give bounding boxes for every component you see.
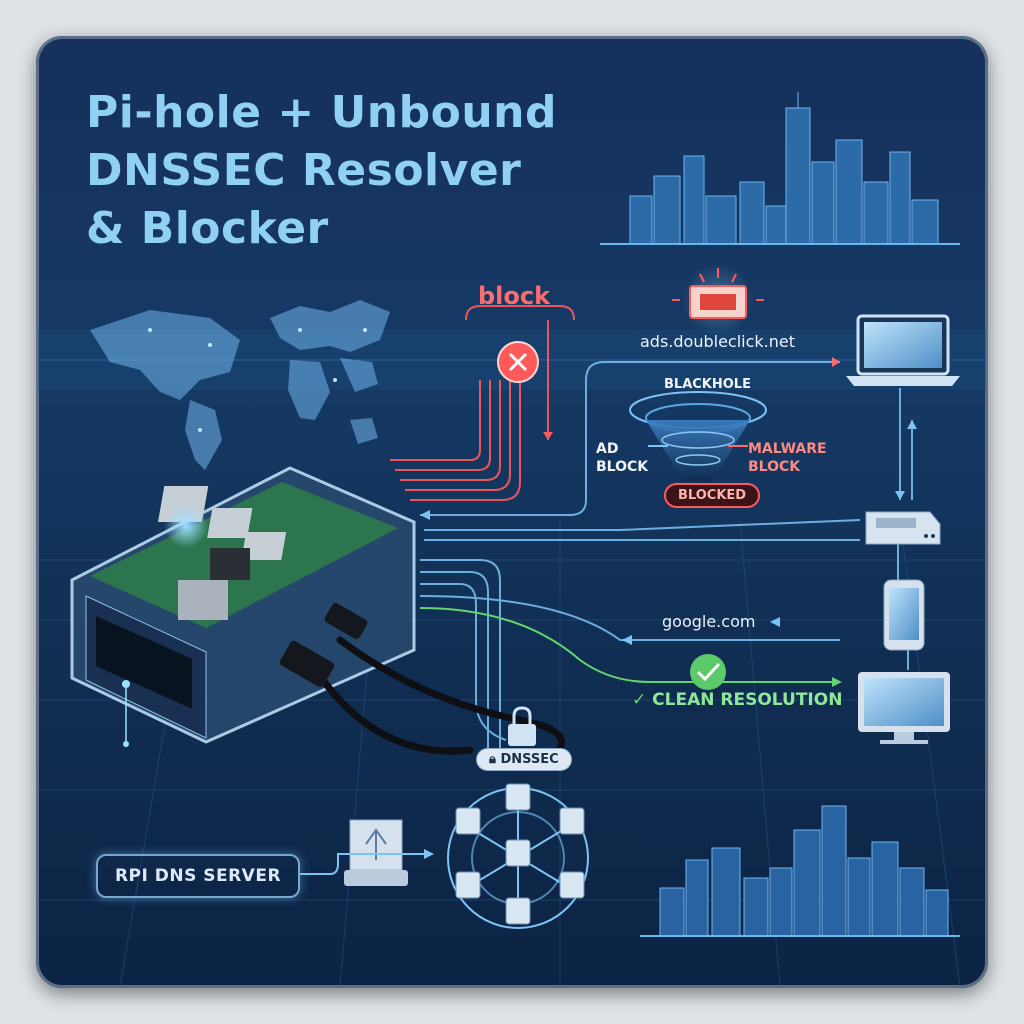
blocked-badge: BLOCKED [664,483,761,508]
diagram-title: Pi-hole + Unbound DNSSEC Resolver & Bloc… [86,84,557,258]
rpi-dns-server-text: RPI DNS SERVER [114,866,282,886]
rpi-dns-server-label: RPI DNS SERVER [96,854,300,898]
city-skyline-bottom [659,805,949,937]
router-icon [865,511,941,545]
malware-block-line-2: BLOCK [748,459,801,475]
monitor-icon [858,672,950,744]
city-skyline-top [629,92,939,245]
blackhole-vortex-icon [629,391,767,482]
blocked-domain-label: ads.doubleclick.net [640,332,796,351]
query-lines [419,361,913,770]
check-circle-icon [690,654,726,690]
title-line-3: & Blocker [86,203,329,254]
raspberry-pi-case [70,466,416,747]
ad-block-line-1: AD [596,441,619,457]
block-label: block [478,282,551,310]
dnssec-badge-text: DNSSEC [500,752,559,767]
ad-block-line-2: BLOCK [596,459,649,475]
ad-block-label: AD BLOCK [596,440,648,476]
cables [316,636,566,755]
blocked-query-lines [390,305,575,501]
blackhole-label: BLACKHOLE [664,377,751,392]
title-line-2: DNSSEC Resolver [86,145,522,196]
clean-resolution-text: CLEAN RESOLUTION [652,690,843,710]
rpi-server-device-icon [344,819,408,886]
alert-window-icon [672,264,764,336]
dnssec-lock-icon: 🔒︎ [489,752,496,767]
title-line-1: Pi-hole + Unbound [86,87,557,138]
laptop-icon [846,314,960,386]
malware-block-label: MALWARE BLOCK [748,440,827,476]
lock-icon [508,706,536,746]
check-mark-icon: ✓ [632,690,653,710]
dnssec-badge: 🔒︎ DNSSEC [476,748,572,771]
allowed-domain-label: google.com [662,612,756,631]
clean-resolution-label: ✓ CLEAN RESOLUTION [632,690,842,710]
server-icons [455,783,585,925]
world-map [90,300,390,470]
clean-resolution-lines [419,607,836,683]
x-circle-icon [497,341,539,383]
malware-block-line-1: MALWARE [748,441,827,457]
phone-icon [883,579,925,651]
